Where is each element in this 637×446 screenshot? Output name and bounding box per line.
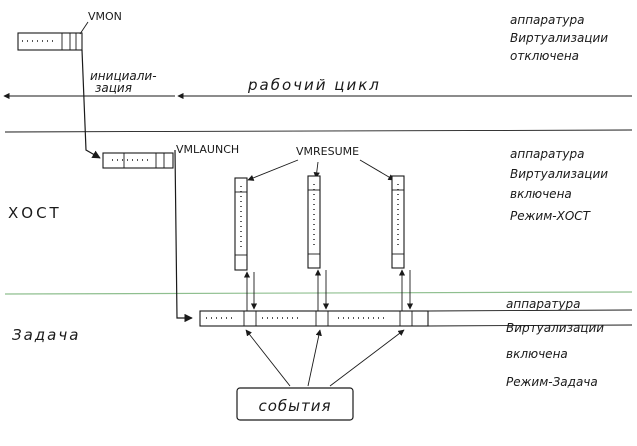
vmresume-pointer-2 xyxy=(313,161,320,179)
host-bar-3 xyxy=(391,175,405,269)
separator-line-bottom xyxy=(4,291,633,295)
vmon-bar xyxy=(17,32,83,51)
vmlaunch-bar xyxy=(102,152,174,169)
events-box xyxy=(236,387,354,421)
note-virt-host: аппаратура Виртуализации включена Режим-… xyxy=(510,147,608,223)
svg-text:включена: включена xyxy=(506,347,568,361)
vmon-label: VMON xyxy=(88,10,122,23)
svg-text:Режим-Задача: Режим-Задача xyxy=(506,375,598,389)
svg-text:аппаратура: аппаратура xyxy=(510,13,584,27)
vmresume-pointer-1 xyxy=(247,159,299,181)
vmresume-label: VMRESUME xyxy=(296,145,359,158)
event-arrow-3 xyxy=(329,329,405,387)
launch-flow-line xyxy=(174,149,193,323)
svg-text:Виртуализации: Виртуализации xyxy=(510,167,608,181)
events-label: события xyxy=(258,397,331,415)
svg-text:Виртуализации: Виртуализации xyxy=(506,321,604,335)
host-bar-1 xyxy=(234,177,248,271)
work-cycle-label: рабочий цикл xyxy=(247,76,381,94)
note-virt-guest: аппаратура Виртуализации включена Режим-… xyxy=(506,297,604,389)
guest-section-label: Задача xyxy=(12,326,80,344)
event-arrow-1 xyxy=(245,329,291,387)
host-section-label: ХОСТ xyxy=(8,204,62,222)
svg-text:аппаратура: аппаратура xyxy=(510,147,584,161)
guest-bar xyxy=(199,309,633,327)
init-flow-line xyxy=(81,49,101,159)
host-bar-2 xyxy=(307,175,321,269)
svg-text:отключена: отключена xyxy=(510,49,579,63)
event-arrow-2 xyxy=(307,329,322,387)
vmresume-pointer-3 xyxy=(359,159,395,181)
separator-line-top xyxy=(4,129,633,133)
init-label-1: инициали- xyxy=(90,69,157,83)
init-label-2: зация xyxy=(95,81,132,95)
svg-text:включена: включена xyxy=(510,187,572,201)
svg-text:Режим-ХОСТ: Режим-ХОСТ xyxy=(510,209,592,223)
vmlaunch-label: VMLAUNCH xyxy=(176,143,239,156)
note-virt-off: аппаратура Виртуализации отключена xyxy=(510,13,608,63)
svg-text:Виртуализации: Виртуализации xyxy=(510,31,608,45)
vmon-pointer xyxy=(79,21,89,35)
svg-text:аппаратура: аппаратура xyxy=(506,297,580,311)
